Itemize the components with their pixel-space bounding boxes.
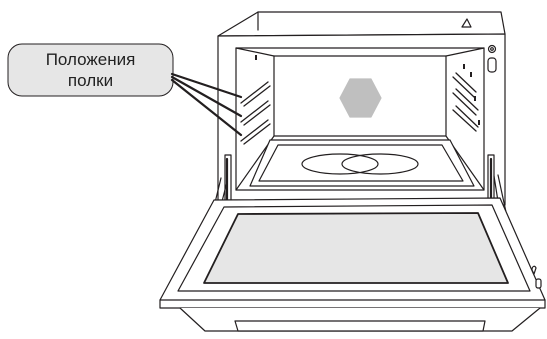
oven-door bbox=[160, 198, 545, 331]
callout-box bbox=[8, 44, 173, 96]
control-knob-icon bbox=[488, 46, 496, 73]
cavity-floor-tray bbox=[250, 140, 474, 186]
